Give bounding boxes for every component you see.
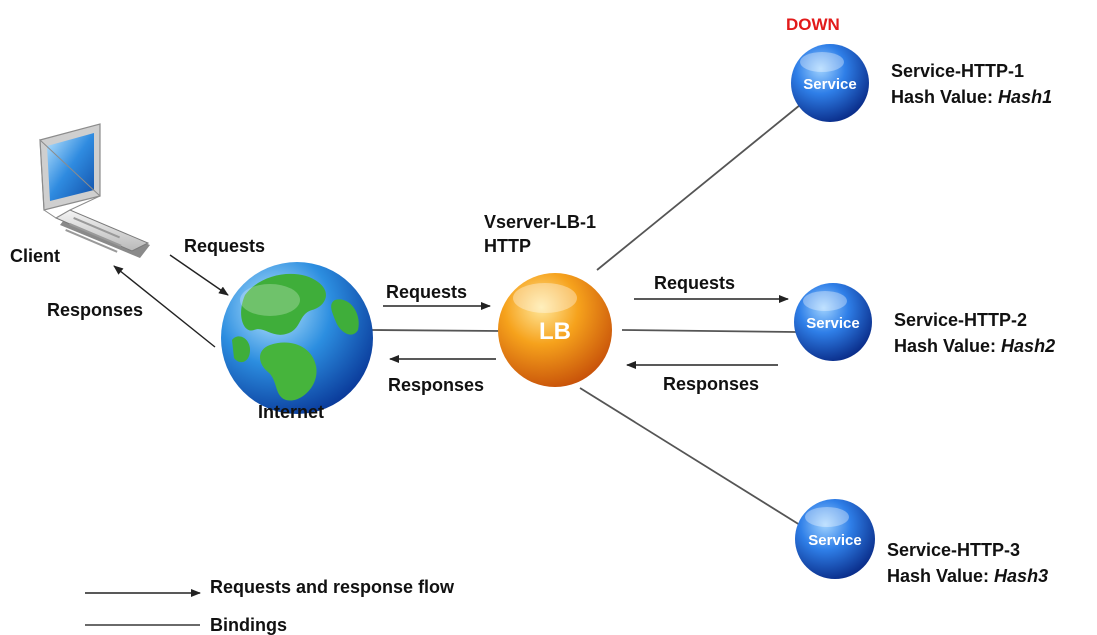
service-1-name: Service-HTTP-1 bbox=[891, 61, 1024, 81]
binding-lb-service-2 bbox=[621, 329, 797, 333]
client-label: Client bbox=[10, 246, 60, 266]
load-balancer-node: LB bbox=[498, 273, 612, 387]
binding-lines bbox=[371, 104, 801, 526]
lb-name: Vserver-LB-1 bbox=[484, 212, 596, 232]
svc-requests-label: Requests bbox=[654, 273, 735, 293]
service-3-hash-value: Hash3 bbox=[994, 566, 1048, 586]
service-1-badge: Service bbox=[803, 76, 856, 93]
service-3-node: Service bbox=[795, 499, 875, 579]
service-2-hash: Hash Value: Hash2 bbox=[894, 336, 1055, 356]
laptop-icon bbox=[39, 123, 150, 258]
service-2-node: Service bbox=[794, 283, 872, 361]
service-1-sphere bbox=[791, 44, 869, 122]
binding-lb-service-3 bbox=[579, 387, 801, 526]
internet-label: Internet bbox=[258, 402, 324, 422]
legend: Requests and response flow Bindings bbox=[85, 577, 455, 635]
lb-protocol: HTTP bbox=[484, 236, 531, 256]
service-1-hash-value: Hash1 bbox=[998, 87, 1052, 107]
service-1-hash-prefix: Hash Value: bbox=[891, 87, 998, 107]
service-1-node: Service bbox=[791, 44, 869, 122]
service-3-hash-prefix: Hash Value: bbox=[887, 566, 994, 586]
lb-sphere bbox=[498, 273, 612, 387]
service-2-badge: Service bbox=[806, 315, 859, 332]
binding-lb-service-1 bbox=[596, 104, 801, 271]
legend-bindings-label: Bindings bbox=[210, 615, 287, 635]
client-requests-label: Requests bbox=[184, 236, 265, 256]
arrow-client-requests bbox=[169, 254, 229, 296]
binding-internet-lb bbox=[371, 329, 501, 332]
service-2-sphere bbox=[794, 283, 872, 361]
service-2-hash-prefix: Hash Value: bbox=[894, 336, 1001, 356]
globe-icon bbox=[221, 262, 373, 414]
service-1-hash: Hash Value: Hash1 bbox=[891, 87, 1052, 107]
flow-arrows bbox=[113, 254, 789, 369]
legend-flow-label: Requests and response flow bbox=[210, 577, 455, 597]
service-3-name: Service-HTTP-3 bbox=[887, 540, 1020, 560]
lb-responses-label: Responses bbox=[388, 375, 484, 395]
svc-responses-label: Responses bbox=[663, 374, 759, 394]
client-responses-label: Responses bbox=[47, 300, 143, 320]
arrow-client-responses bbox=[113, 265, 216, 348]
service-3-badge: Service bbox=[808, 532, 861, 549]
lb-requests-label: Requests bbox=[386, 282, 467, 302]
service-3-sphere bbox=[795, 499, 875, 579]
lb-badge: LB bbox=[539, 318, 571, 345]
service-1-status: DOWN bbox=[786, 15, 840, 34]
service-3-hash: Hash Value: Hash3 bbox=[887, 566, 1048, 586]
service-2-name: Service-HTTP-2 bbox=[894, 310, 1027, 330]
service-2-hash-value: Hash2 bbox=[1001, 336, 1055, 356]
